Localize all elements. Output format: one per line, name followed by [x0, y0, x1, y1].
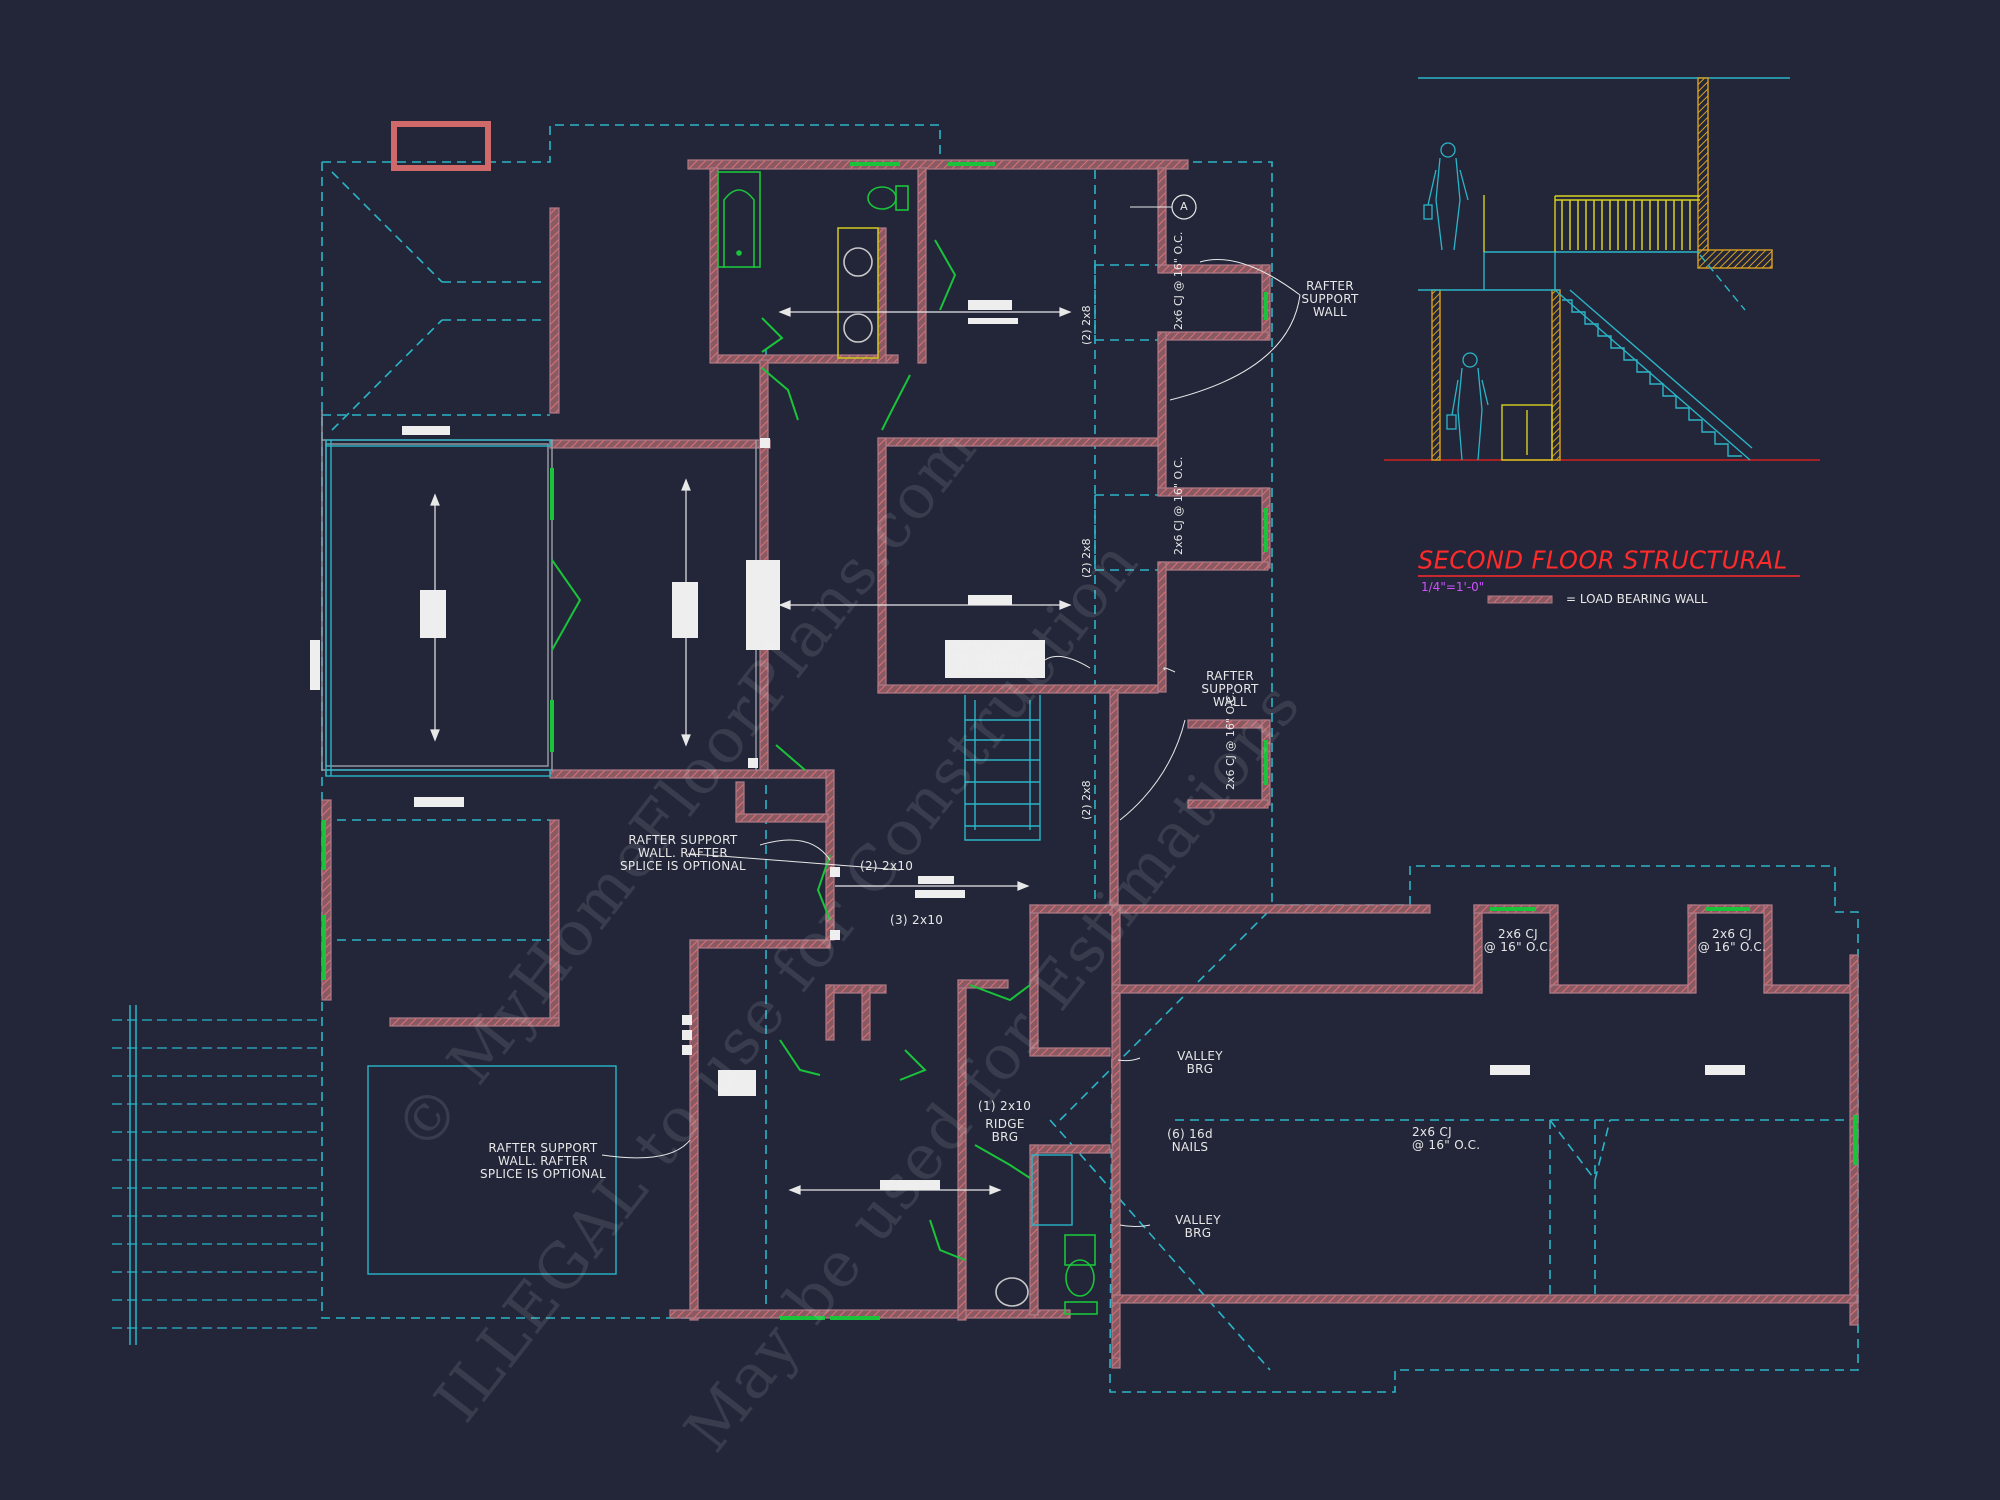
note-cj-right-2: 2x6 CJ @ 16" O.C.	[1692, 928, 1772, 954]
note-line: VALLEY	[1175, 1213, 1221, 1227]
note-line: (6) 16d	[1167, 1127, 1213, 1141]
note-line: RIDGE	[985, 1117, 1025, 1131]
note-header-2x8-2: (2) 2x8	[1080, 538, 1093, 578]
note-line: VALLEY	[1177, 1049, 1223, 1063]
note-line: BRG	[1186, 1062, 1214, 1076]
door-swings	[551, 239, 1031, 1261]
note-valley-brg-upper: VALLEY BRG	[1170, 1050, 1230, 1076]
note-line: @ 16" O.C.	[1697, 940, 1767, 954]
note-ridge-brg: RIDGE BRG	[980, 1118, 1030, 1144]
drawing-title: SECOND FLOOR STRUCTURAL	[1418, 545, 1788, 575]
note-line: SPLICE IS OPTIONAL	[479, 1167, 607, 1181]
note-nails: (6) 16d NAILS	[1160, 1128, 1220, 1154]
leader-lines	[601, 259, 1301, 1227]
note-cj-vertical-2: 2x6 CJ @ 16" O.C.	[1172, 456, 1185, 555]
note-line: 2x6 CJ	[1498, 927, 1538, 941]
note-rafter-splice-upper: RAFTER SUPPORT WALL. RAFTER SPLICE IS OP…	[608, 834, 758, 873]
note-rafter-splice-lower: RAFTER SUPPORT WALL. RAFTER SPLICE IS OP…	[468, 1142, 618, 1181]
note-valley-brg-lower: VALLEY BRG	[1168, 1214, 1228, 1240]
note-line: BRG	[1184, 1226, 1212, 1240]
legend-label: = LOAD BEARING WALL	[1566, 592, 1708, 606]
note-attach-joist: ATTACH JOIST TO RAFTERS W/ (3) 16d NAILS	[946, 642, 1044, 675]
note-rafter-support-top: RAFTER SUPPORT WALL	[1290, 280, 1370, 319]
note-line: BRG	[991, 1130, 1019, 1144]
note-line: NAILS	[1171, 1140, 1209, 1154]
note-line: @ 16" O.C.	[1483, 940, 1553, 954]
framing-cyan	[325, 439, 1073, 1275]
span-arrows	[430, 307, 1072, 1195]
note-line: TO RAFTERS W/	[953, 653, 1037, 664]
note-line: WALL. RAFTER	[497, 1154, 589, 1168]
note-line: RAFTER SUPPORT	[628, 833, 738, 847]
note-line: @ 16" O.C.	[1412, 1138, 1481, 1152]
note-line: 2x6 CJ	[1412, 1125, 1452, 1139]
legend-swatch	[1487, 595, 1553, 604]
note-line: WALL	[1313, 305, 1347, 319]
section-elevation	[1384, 77, 1820, 461]
note-line: WALL	[1213, 695, 1247, 709]
plumbing-fixtures	[717, 171, 1098, 1315]
note-line: (3) 16d NAILS	[958, 664, 1032, 675]
beam-tags	[310, 300, 1745, 1190]
note-header-2x8-1: (2) 2x8	[1080, 305, 1093, 345]
note-line: SPLICE IS OPTIONAL	[619, 859, 747, 873]
note-line: RAFTER	[1206, 669, 1254, 683]
deck-boards	[112, 1019, 322, 1329]
note-cj-vertical-1: 2x6 CJ @ 16" O.C.	[1172, 231, 1185, 330]
note-beam-3x10: (3) 2x10	[890, 913, 944, 927]
note-beam-2x10-a: (2) 2x10	[860, 859, 914, 873]
note-cj-center: 2x6 CJ @ 16" O.C.	[1412, 1126, 1480, 1152]
section-marker-label: A	[1180, 200, 1188, 213]
note-cj-vertical-3: 2x6 CJ @ 16" O.C.	[1224, 691, 1237, 790]
windows	[322, 162, 1857, 1320]
note-line: WALL. RAFTER	[637, 846, 729, 860]
drawing-scale: 1/4"=1'-0"	[1421, 580, 1485, 594]
note-line: RAFTER SUPPORT	[488, 1141, 598, 1155]
note-line: SUPPORT	[1301, 292, 1359, 306]
roof-outline-dashed	[321, 124, 1859, 1393]
note-beam-1x10: (1) 2x10	[978, 1099, 1032, 1113]
note-rafter-support-mid: RAFTER SUPPORT WALL	[1190, 670, 1270, 709]
note-line: RAFTER	[1306, 279, 1354, 293]
note-line: 2x6 CJ	[1712, 927, 1752, 941]
note-header-2x8-3: (2) 2x8	[1080, 780, 1093, 820]
note-line: SUPPORT	[1201, 682, 1259, 696]
note-cj-right-1: 2x6 CJ @ 16" O.C.	[1478, 928, 1558, 954]
note-line: ATTACH JOIST	[959, 642, 1031, 653]
